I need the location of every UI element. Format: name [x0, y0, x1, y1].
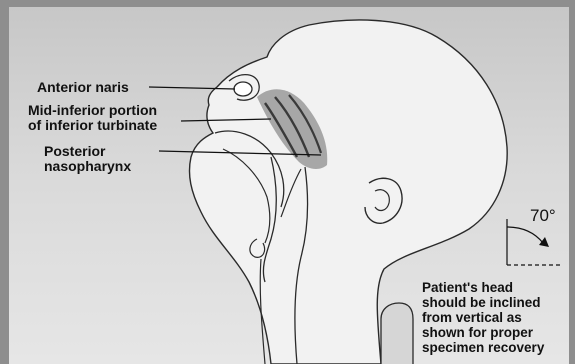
instruction-line-3: from vertical as [422, 310, 544, 325]
label-anterior-naris: Anterior naris [37, 80, 129, 95]
label-posterior-line-2: nasopharynx [44, 159, 131, 174]
instruction-line-2: should be inclined [422, 295, 544, 310]
angle-label: 70° [530, 207, 556, 224]
label-mid-inferior-turbinate: Mid-inferior portion of inferior turbina… [28, 103, 157, 133]
angle-arrowhead [539, 237, 549, 247]
diagram-panel: Anterior naris Mid-inferior portion of i… [9, 7, 569, 364]
label-posterior-nasopharynx: Posterior nasopharynx [44, 144, 131, 174]
angle-arc [507, 227, 543, 243]
head-position-instructions: Patient's head should be inclined from v… [422, 280, 544, 355]
anterior-naris-marker [234, 82, 252, 96]
label-mid-inferior-line-2: of inferior turbinate [28, 118, 157, 133]
label-mid-inferior-line-1: Mid-inferior portion [28, 103, 157, 118]
label-posterior-line-1: Posterior [44, 144, 131, 159]
instruction-line-5: specimen recovery [422, 340, 544, 355]
chair-back [381, 303, 413, 364]
instruction-line-1: Patient's head [422, 280, 544, 295]
instruction-line-4: shown for proper [422, 325, 544, 340]
